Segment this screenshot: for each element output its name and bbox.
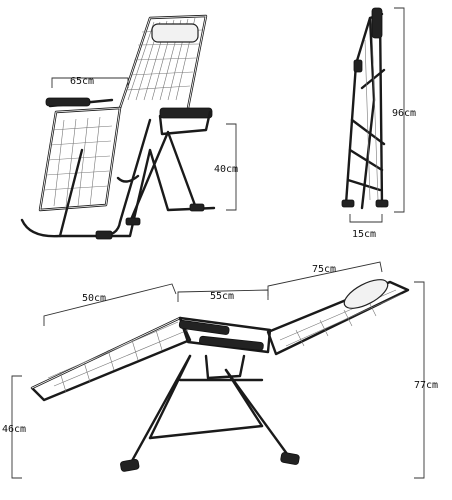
upright-chair-illustration bbox=[20, 14, 216, 240]
upright-armrest-left bbox=[45, 97, 91, 107]
upright-armrest-right bbox=[159, 107, 213, 119]
reclined-seat-label: 55cm bbox=[210, 291, 234, 302]
reclined-seat-height-dimension: 46cm bbox=[2, 375, 26, 479]
upright-armrest-width-label: 65cm bbox=[70, 76, 94, 87]
folded-mesh bbox=[364, 29, 379, 201]
folded-height-label: 96cm bbox=[392, 108, 416, 119]
reclined-legrest-dimension: 50cm bbox=[43, 283, 177, 326]
reclined-backrest-mesh bbox=[279, 289, 403, 347]
reclined-legrest-mesh bbox=[47, 321, 189, 393]
upright-headrest-pillow bbox=[151, 23, 199, 43]
upright-backrest-mesh bbox=[125, 17, 203, 101]
reclined-total-height-label: 77cm bbox=[414, 380, 438, 391]
reclined-headrest-pillow bbox=[343, 279, 389, 309]
reclined-seat-height-label: 46cm bbox=[2, 424, 26, 435]
reclined-seat-dimension: 55cm bbox=[177, 289, 269, 302]
folded-chair-illustration bbox=[341, 7, 389, 210]
reclined-chair-illustration bbox=[30, 279, 410, 472]
upright-armrest-width-dimension: 65cm bbox=[51, 76, 129, 88]
upright-seat-height-label: 40cm bbox=[214, 164, 238, 175]
folded-height-dimension: 96cm bbox=[392, 7, 416, 213]
reclined-backrest-label: 75cm bbox=[312, 264, 336, 275]
folded-headrest bbox=[371, 7, 383, 39]
reclined-total-height-dimension: 77cm bbox=[414, 281, 438, 479]
reclined-backrest-dimension: 75cm bbox=[267, 261, 383, 296]
reclined-armrest-left bbox=[178, 319, 230, 335]
reclined-armrest-right bbox=[199, 335, 264, 351]
folded-depth-label: 15cm bbox=[352, 229, 376, 240]
reclined-legrest-label: 50cm bbox=[82, 293, 106, 304]
upright-seat-height-dimension: 40cm bbox=[214, 123, 238, 211]
folded-depth-dimension: 15cm bbox=[349, 214, 383, 240]
